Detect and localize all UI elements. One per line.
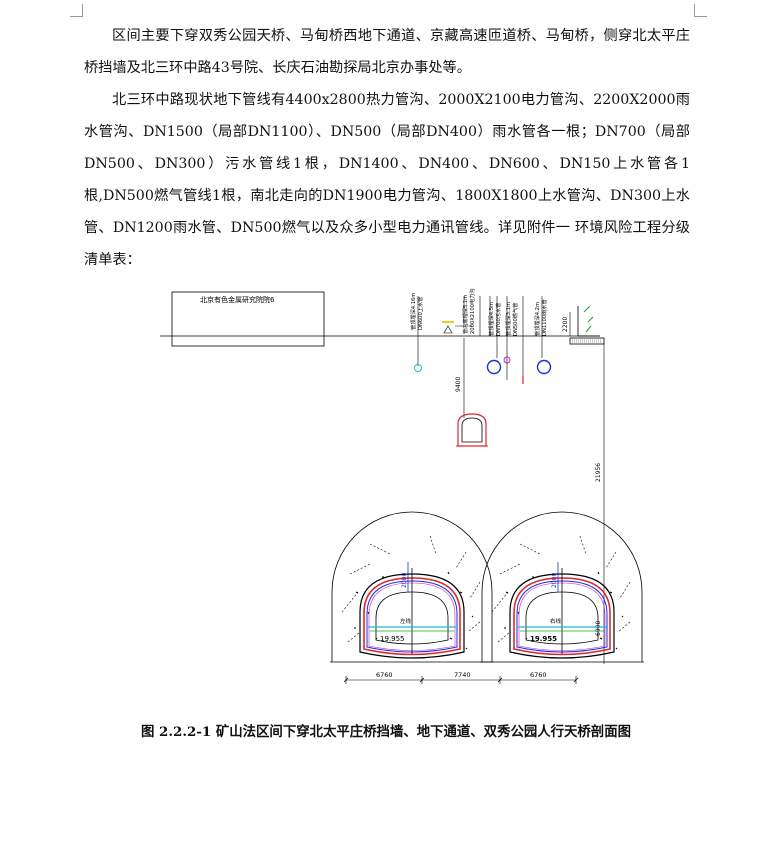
document-body: 区间主要下穿双秀公园天桥、马甸桥西地下通道、京藏高速匝道桥、马甸桥，侧穿北太平庄… <box>84 20 690 276</box>
bottom-dimension-chain <box>343 676 579 684</box>
pipe-label: DN1100雨水管 <box>540 299 548 336</box>
underpass-inner <box>461 417 483 443</box>
pipe-label: DN700污水管 <box>494 303 502 336</box>
tunnel-depth-value: 21956 <box>595 463 602 482</box>
wall-height-value: 2200 <box>562 317 569 332</box>
elevation-right: 19.955 <box>530 635 557 643</box>
pipe-label: 管顶埋深4.5m <box>487 302 495 336</box>
pipe-label: 管顶埋深4.2m <box>533 302 541 336</box>
tunnel-height-value: 6900 <box>595 621 602 636</box>
pipe-small-icon <box>503 356 511 364</box>
retaining-wall <box>569 305 605 345</box>
paragraph-2: 北三环中路现状地下管线有4400x2800热力管沟、2000X2100电力管沟、… <box>84 92 690 268</box>
pipe-label-group: 管顶埋深4.16m DN600上水管 管内底埋深5.1m 2000X2100电力… <box>409 288 548 336</box>
page-corner-mark-top-right <box>694 4 707 17</box>
pipe-large-right-icon <box>536 359 552 375</box>
pipe-depth-value: 9400 <box>455 377 462 392</box>
pipe-label: DN500燃气管 <box>511 303 519 336</box>
axis-label-right: 右线 <box>550 617 562 625</box>
pipe-dn600-icon <box>414 364 422 372</box>
figure-caption: 图 2.2.2-1 矿山法区间下穿北太平庄桥挡墙、地下通道、双秀公园人行天桥剖面… <box>141 724 631 740</box>
pipe-label: DN600上水管 <box>416 297 424 330</box>
level-triangle-icon <box>443 325 453 334</box>
building-label: 北京有色金属研究院院6 <box>200 295 275 304</box>
crown-thickness-right: 2000 <box>551 573 558 588</box>
page-corner-mark-top-left <box>70 4 83 17</box>
pipe-leaders <box>417 296 543 384</box>
pipe-label: 管顶埋深3.1m <box>504 302 512 336</box>
tunnel-width-right: 6760 <box>530 671 547 679</box>
right-tunnel <box>479 511 645 663</box>
underpass-box <box>457 413 487 447</box>
axis-label-left: 左线 <box>400 617 412 625</box>
section-drawing: 北京有色金属研究院院6 管顶埋深4.16m DN600上水管 管内底埋深5.1m… <box>160 288 645 684</box>
crown-thickness-left: 2000 <box>401 573 408 588</box>
tunnel-width-left: 6760 <box>376 671 393 679</box>
tunnel-spacing: 7740 <box>454 671 471 679</box>
paragraph-1: 区间主要下穿双秀公园天桥、马甸桥西地下通道、京藏高速匝道桥、马甸桥，侧穿北太平庄… <box>84 28 690 76</box>
left-tunnel <box>329 511 495 663</box>
pipe-label: 管内底埋深5.1m <box>461 295 469 334</box>
pipe-label: 管顶埋深4.16m <box>409 293 417 330</box>
pipe-label: 2000X2100电力沟 <box>468 288 476 334</box>
elevation-left: 19.955 <box>380 635 405 643</box>
building-outline <box>171 291 325 347</box>
pipe-large-left-icon <box>486 359 502 375</box>
